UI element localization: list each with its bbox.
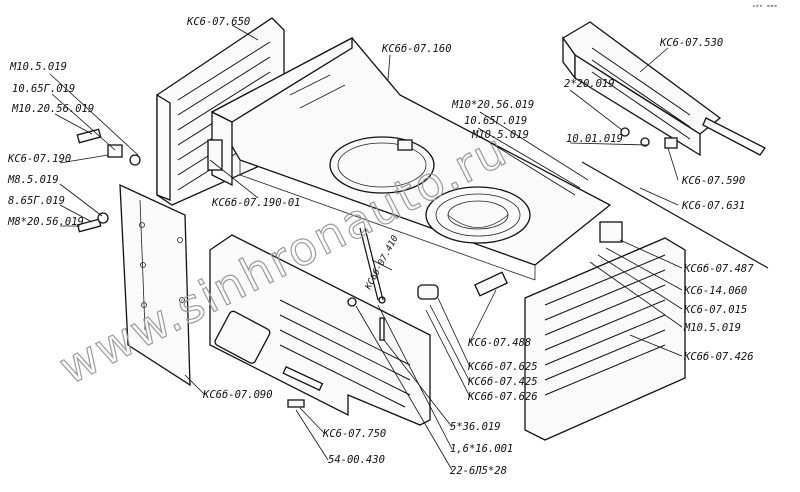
label-22-6l5x28: 22-6Л5*28 <box>450 465 507 477</box>
label-2x20-019: 2*20.019 <box>564 78 615 90</box>
label-ks6b-07-625: КС6б-07.625 <box>467 361 538 373</box>
label-10-01-019: 10.01.019 <box>566 133 623 145</box>
label-m8-5-019: М8.5.019 <box>7 174 59 186</box>
label-ks6-07-530: КС6-07.530 <box>659 37 723 49</box>
label-1-6x16-001: 1,6*16.001 <box>450 443 513 455</box>
label-54-00-430: 54-00.430 <box>328 454 385 466</box>
label-m10-5-019-a: М10.5.019 <box>9 61 67 73</box>
label-ks6-07-750: КС6-07.750 <box>322 428 386 440</box>
label-ks6-07-190: КС6-07.190 <box>7 153 71 165</box>
label-ks6-07-631: КС6-07.631 <box>681 200 745 212</box>
left-side-plate <box>119 183 191 387</box>
label-ks6-07-488: КС6-07.488 <box>467 337 531 349</box>
label-ks6b-07-425: КС6б-07.425 <box>467 376 538 388</box>
label-m10-20-56-019: М10.20.56.019 <box>11 103 94 115</box>
corner-mark: ᵘᵈᵏ ᵐᵐᵐ <box>752 4 777 11</box>
label-ks6b-07-160: КС6б-07.160 <box>381 43 452 55</box>
label-ks6b-07-090: КС6б-07.090 <box>202 389 273 401</box>
label-ks6b-07-626: КС6б-07.626 <box>467 391 538 403</box>
label-ks6b-07-487: КС6б-07.487 <box>683 263 754 275</box>
top-right-cover <box>562 21 766 157</box>
label-ks6-07-590: КС6-07.590 <box>681 175 745 187</box>
label-ks6-07-650: КС6-07.650 <box>186 16 250 28</box>
label-m8-20-56-019: М8*20.56.019 <box>7 216 84 228</box>
label-ks6-14-060: КС6-14.060 <box>683 285 747 297</box>
left-front-panel <box>209 234 431 426</box>
rod <box>581 161 769 269</box>
main-frame <box>207 36 623 281</box>
front-right-grille <box>524 237 686 441</box>
label-m10-5-019-c: М10.5.019 <box>683 322 741 334</box>
label-ks6b-07-426: КС6б-07.426 <box>683 351 754 363</box>
label-10-65g-019-a: 10.65Г.019 <box>12 83 75 95</box>
label-10-65g-019-b: 10.65Г.019 <box>464 115 527 127</box>
label-ks6-07-015: КС6-07.015 <box>683 304 747 316</box>
label-ks6b-07-190-01: КС6б-07.190-01 <box>211 197 301 209</box>
label-8-65g-019: 8.65Г.019 <box>8 195 65 207</box>
leader-lines <box>49 24 683 471</box>
label-m10-5-019-b: М10.5.019 <box>471 129 529 141</box>
hardware <box>76 128 508 408</box>
label-m10x20-56-019: М10*20.56.019 <box>451 99 534 111</box>
label-5x36-019: 5*36.019 <box>450 421 501 433</box>
